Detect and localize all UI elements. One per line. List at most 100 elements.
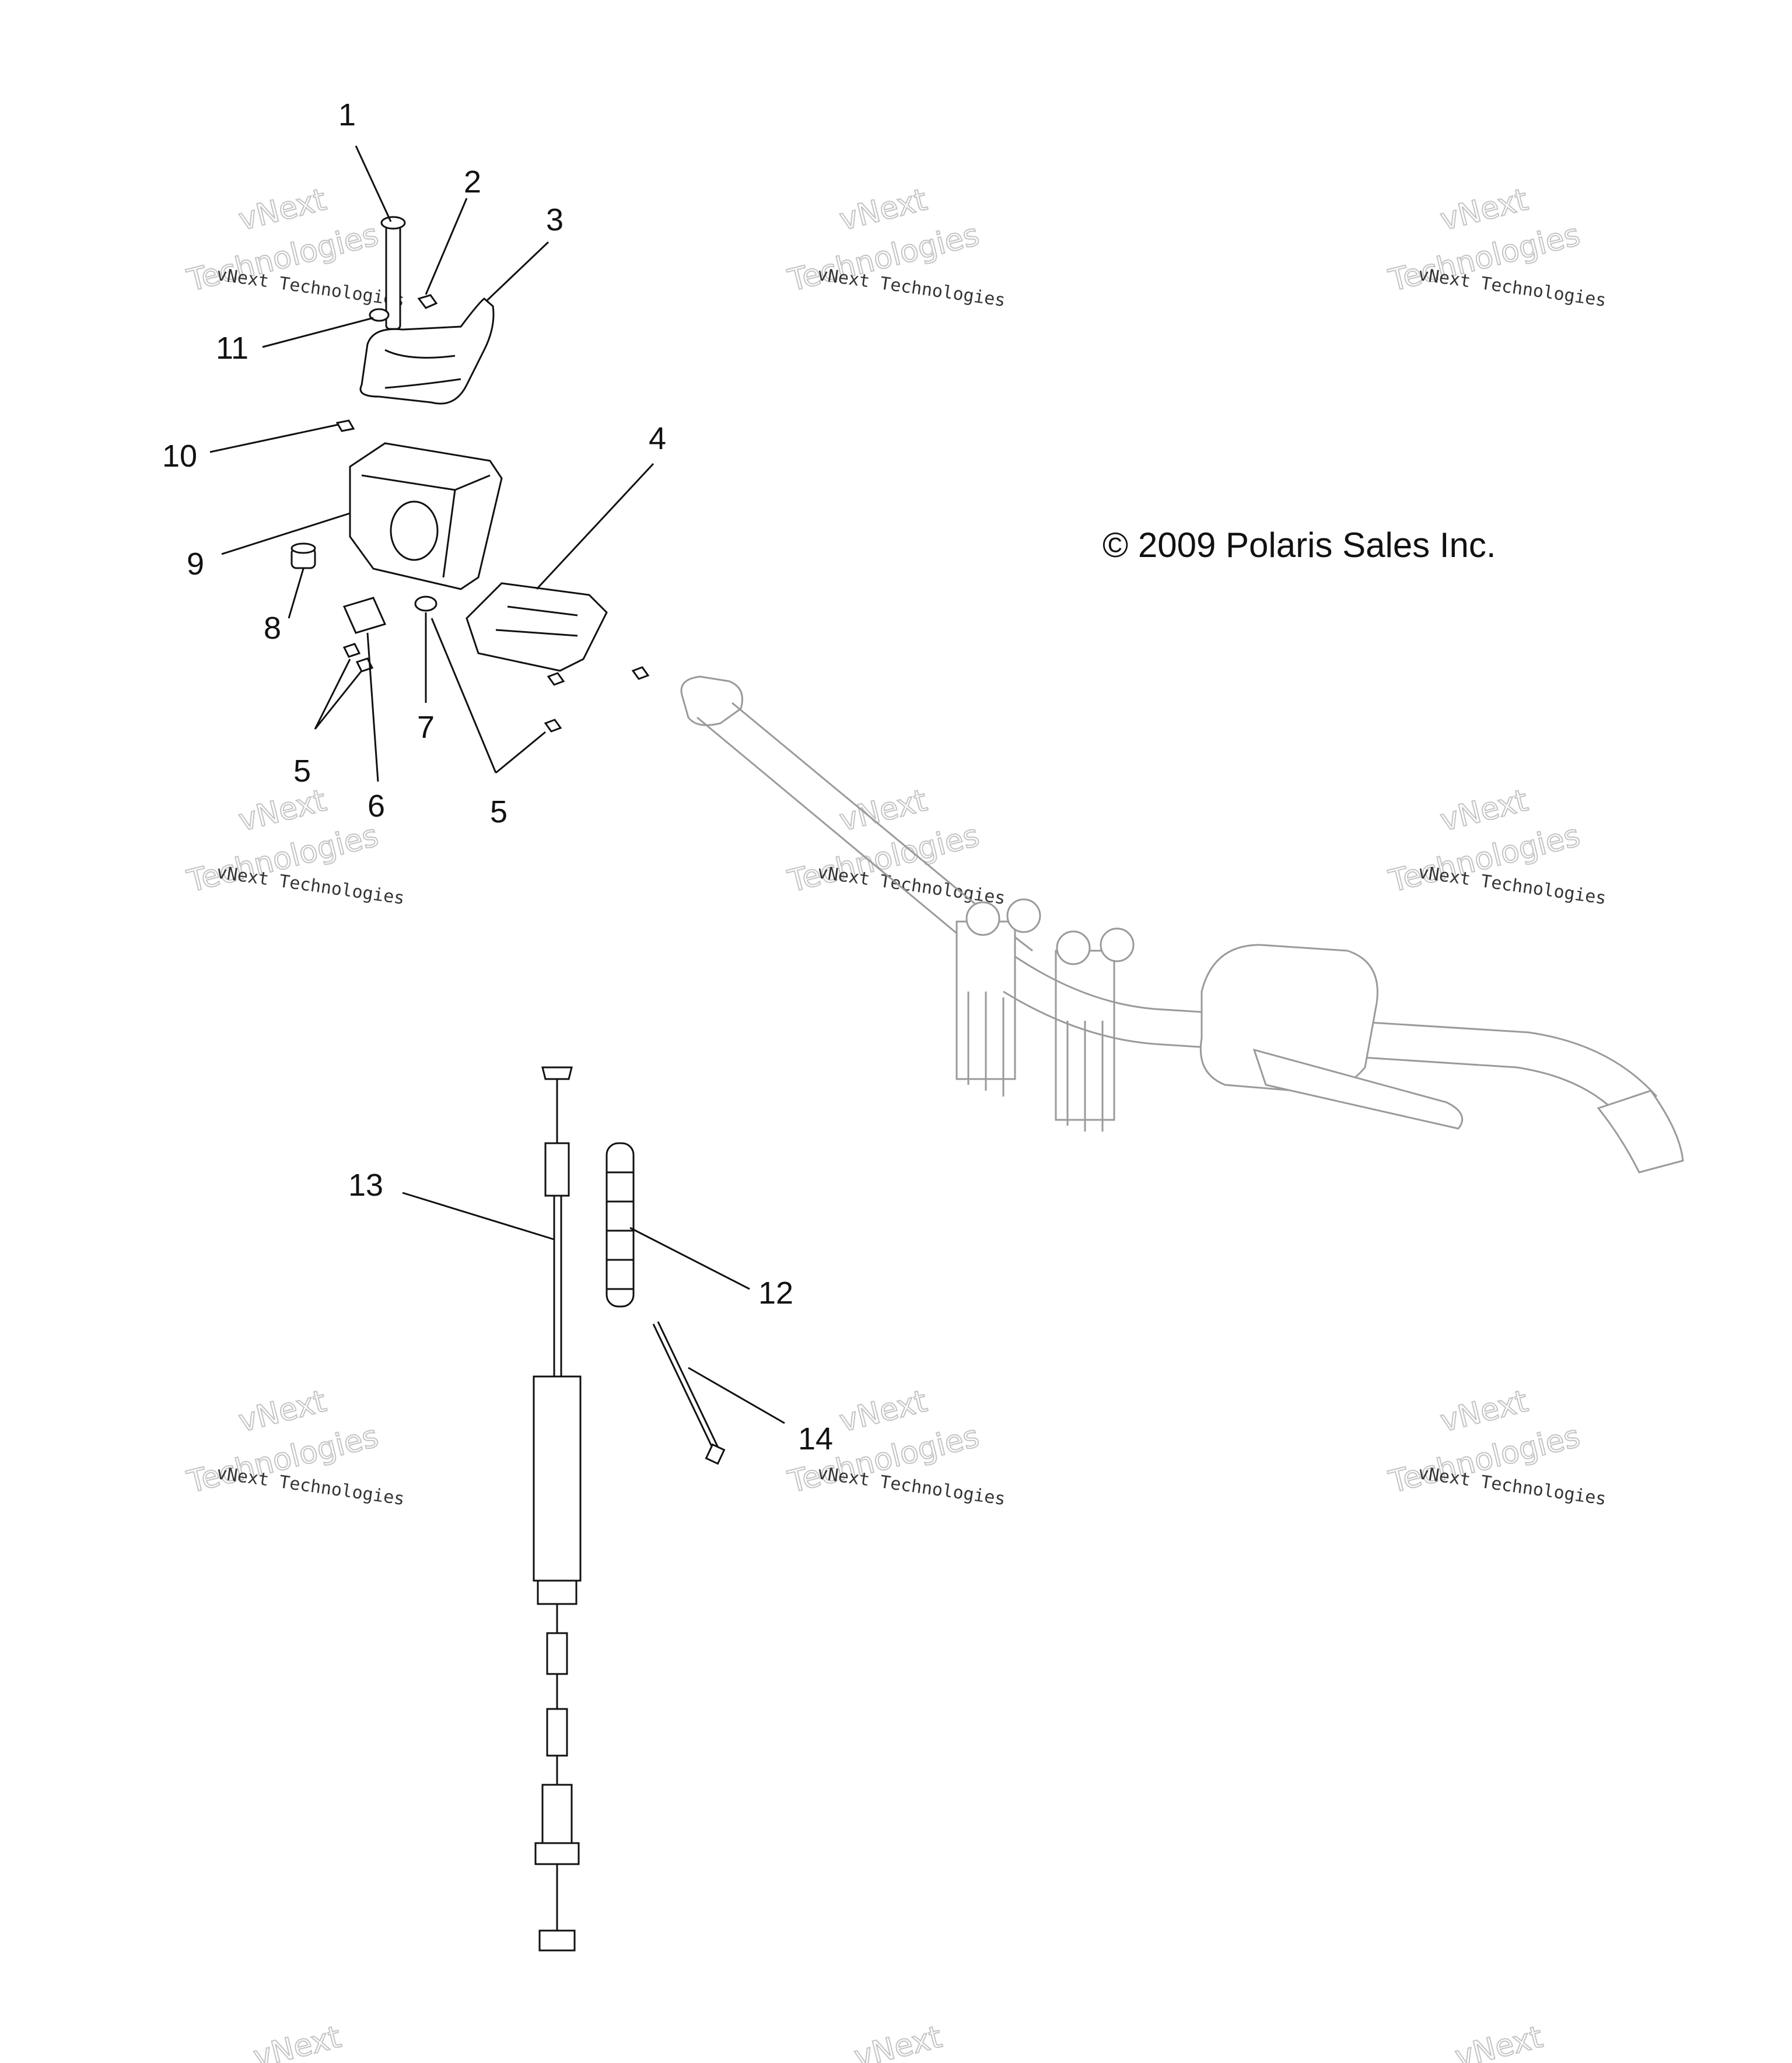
callout-12: 12 xyxy=(758,1276,793,1311)
clamp-bolt xyxy=(1100,927,1135,962)
cable-adjuster xyxy=(533,1375,582,1582)
leader-5b xyxy=(314,670,363,730)
cable-end-bottom xyxy=(538,1929,576,1952)
cable-nut xyxy=(534,1842,580,1865)
callout-11: 11 xyxy=(216,331,249,366)
lever-detail xyxy=(384,349,461,389)
leader-11 xyxy=(262,317,374,348)
cable-ferrule xyxy=(544,1142,570,1197)
cable-nut xyxy=(537,1579,578,1605)
cable-tie-head xyxy=(705,1443,726,1465)
screw xyxy=(355,657,374,673)
washer xyxy=(414,596,438,612)
screw xyxy=(544,719,562,733)
cable-tie xyxy=(652,1321,720,1453)
leader-5c xyxy=(430,618,497,773)
riser-lines xyxy=(967,992,1104,1132)
callout-labels: 1 2 3 4 5 5 6 7 8 9 10 11 12 13 14 xyxy=(162,97,833,1456)
callout-4: 4 xyxy=(649,421,666,456)
leader-1 xyxy=(355,145,392,222)
screw xyxy=(547,672,565,686)
callout-13: 13 xyxy=(348,1168,383,1203)
callout-1: 1 xyxy=(338,97,356,132)
throttle-housing xyxy=(349,442,503,590)
throttle-lever xyxy=(359,297,495,405)
leader-13 xyxy=(402,1192,555,1241)
cable-end-top xyxy=(541,1066,573,1080)
leader-10 xyxy=(209,423,339,453)
callout-6: 6 xyxy=(368,789,385,824)
plug xyxy=(290,542,316,569)
callout-7: 7 xyxy=(417,710,435,745)
callout-3: 3 xyxy=(546,202,564,237)
clamp-bolt xyxy=(1006,898,1041,933)
sleeve-ribs xyxy=(607,1171,634,1290)
callout-2: 2 xyxy=(464,164,481,199)
leader-5a xyxy=(314,659,351,730)
watermark-bottom-edge: vNext xyxy=(250,2019,345,2063)
handlebar-assembly xyxy=(544,666,1684,1174)
watermark-brand-top: vNext xyxy=(836,783,930,839)
copyright-notice: © 2009 Polaris Sales Inc. xyxy=(1102,526,1496,565)
watermark-brand-top: vNext xyxy=(1452,2020,1546,2063)
throttle-parts xyxy=(290,216,608,673)
leader-8 xyxy=(288,568,304,619)
leader-3 xyxy=(486,241,550,302)
watermark-brand-top: vNext xyxy=(235,183,330,238)
bar-end-right xyxy=(1597,1090,1684,1174)
nut xyxy=(417,294,438,309)
callout-14: 14 xyxy=(798,1421,833,1456)
watermark-name: vNext Technologies xyxy=(816,264,1007,311)
leader-4 xyxy=(536,463,654,590)
washer xyxy=(369,308,390,322)
housing-edges xyxy=(361,474,491,578)
callout-8: 8 xyxy=(264,611,281,646)
cable-conduit xyxy=(553,1196,562,1376)
cable-assembly xyxy=(533,1066,726,1952)
control-housing xyxy=(1199,944,1378,1093)
watermark-bottom-edge: vNext xyxy=(850,2019,946,2063)
watermark-brand-top: vNext xyxy=(250,2020,345,2063)
callout-5-left: 5 xyxy=(293,754,311,789)
clamp-bolt xyxy=(1056,930,1091,965)
callout-5-right: 5 xyxy=(490,794,508,829)
cover-plate xyxy=(342,597,387,634)
watermark-name: vNext Technologies xyxy=(215,264,406,311)
watermark-brand-top: vNext xyxy=(1437,783,1531,839)
watermark-brand-top: vNext xyxy=(1437,1384,1531,1439)
riser-clamps xyxy=(956,898,1135,1132)
leader-2 xyxy=(425,198,468,295)
leader-6 xyxy=(366,632,379,782)
watermark-name: vNext Technologies xyxy=(1417,264,1608,311)
cable-fitting xyxy=(546,1632,568,1675)
housing-bore xyxy=(390,500,439,561)
watermark-brand-top: vNext xyxy=(235,1384,330,1439)
clamp-bolt xyxy=(965,901,1000,936)
cable-sleeve xyxy=(606,1142,635,1308)
brake-lever xyxy=(1252,1048,1464,1130)
bar-cross-lower xyxy=(1003,990,1629,1126)
screw xyxy=(631,666,650,680)
watermark-brand-top: vNext xyxy=(836,1384,930,1439)
housing-cover xyxy=(466,582,608,672)
watermark-bottom-edge: vNext xyxy=(1451,2019,1547,2063)
watermark-brand-top: vNext xyxy=(235,783,330,839)
watermark-brand-top: vNext xyxy=(851,2020,946,2063)
watermark-brand-top: vNext xyxy=(836,183,930,238)
nut xyxy=(335,419,355,432)
callout-10: 10 xyxy=(162,439,197,474)
cable-fitting xyxy=(546,1708,568,1757)
cable-boot xyxy=(541,1784,573,1844)
cover-detail xyxy=(495,605,578,637)
leader-5d xyxy=(495,731,546,774)
pin xyxy=(380,216,406,330)
leader-12 xyxy=(629,1227,750,1290)
leader-14 xyxy=(688,1367,785,1424)
callout-9: 9 xyxy=(187,547,204,582)
leader-lines xyxy=(209,145,785,1424)
bar-end-left xyxy=(680,675,743,726)
watermark-brand-top: vNext xyxy=(1437,183,1531,238)
leader-9 xyxy=(221,512,351,555)
screw xyxy=(342,643,361,658)
